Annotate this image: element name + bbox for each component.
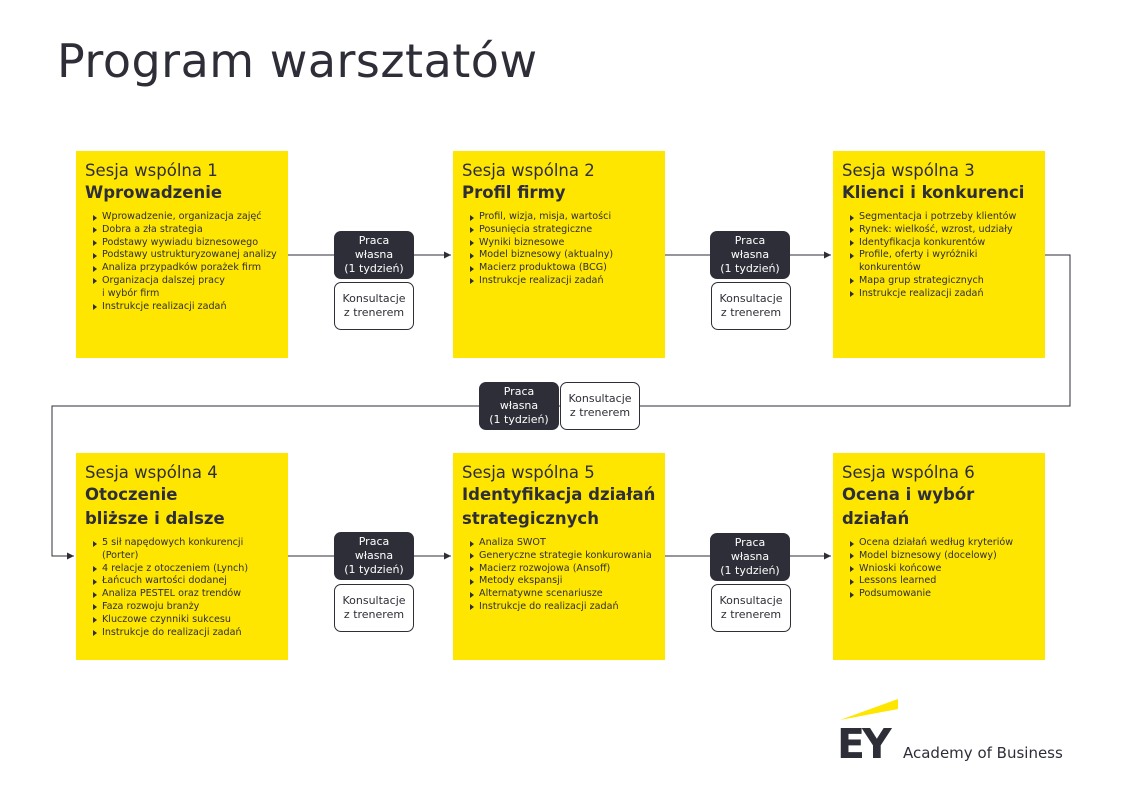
list-item: Mapa grup strategicznych (850, 275, 1036, 288)
session-topics: Wprowadzenie, organizacja zajęć Dobra a … (85, 211, 279, 313)
list-item: Instrukcje realizacji zadań (470, 275, 656, 288)
session-name: Ocena i wybór działań (842, 485, 975, 528)
konsultacje-badge-5: Konsultacje z trenerem (711, 584, 791, 632)
konsultacje-badge-2: Konsultacje z trenerem (711, 282, 791, 330)
badge-label: Praca własna (1 tydzień) (344, 234, 404, 275)
session-topics: Analiza SWOT Generyczne strategie konkur… (462, 537, 656, 614)
session-label: Sesja wspólna 2 (462, 161, 595, 180)
session-box-1: Sesja wspólna 1 Wprowadzenie Wprowadzeni… (76, 151, 288, 358)
session-label: Sesja wspólna 3 (842, 161, 975, 180)
list-item: Wprowadzenie, organizacja zajęć (93, 211, 279, 224)
list-item: Instrukcje realizacji zadań (850, 288, 1036, 301)
page-title: Program warsztatów (57, 34, 538, 88)
list-item: Rynek: wielkość, wzrost, udziały (850, 224, 1036, 237)
praca-wlasna-badge-3: Praca własna (1 tydzień) (479, 382, 559, 430)
badge-label: Konsultacje z trenerem (342, 594, 406, 621)
badge-label: Konsultacje z trenerem (342, 292, 406, 319)
list-item: Profil, wizja, misja, wartości (470, 211, 656, 224)
list-item: Podsumowanie (850, 588, 1036, 601)
badge-label: Konsultacje z trenerem (568, 392, 632, 419)
session-box-3: Sesja wspólna 3 Klienci i konkurenci Seg… (833, 151, 1045, 358)
session-label: Sesja wspólna 5 (462, 463, 595, 482)
list-item: Podstawy ustrukturyzowanej analizy (93, 249, 279, 262)
list-item: Lessons learned (850, 575, 1036, 588)
session-topics: Segmentacja i potrzeby klientów Rynek: w… (842, 211, 1036, 301)
session-label: Sesja wspólna 6 (842, 463, 975, 482)
list-item: Wnioski końcowe (850, 563, 1036, 576)
session-box-5: Sesja wspólna 5 Identyfikacja działań st… (453, 453, 665, 660)
list-item: Segmentacja i potrzeby klientów (850, 211, 1036, 224)
list-item: Dobra a zła strategia (93, 224, 279, 237)
session-box-4: Sesja wspólna 4 Otoczenie bliższe i dals… (76, 453, 288, 660)
list-item: Organizacja dalszej pracy i wybór firm (93, 275, 279, 301)
list-item: Instrukcje do realizacji zadań (93, 627, 279, 640)
badge-label: Konsultacje z trenerem (719, 292, 783, 319)
praca-wlasna-badge-4: Praca własna (1 tydzień) (334, 532, 414, 580)
list-item: Generyczne strategie konkurowania (470, 550, 656, 563)
session-name: Profil firmy (462, 183, 566, 202)
list-item: Instrukcje do realizacji zadań (470, 601, 656, 614)
list-item: Metody ekspansji (470, 575, 656, 588)
list-item: Profile, oferty i wyróżniki konkurentów (850, 249, 1036, 275)
praca-wlasna-badge-2: Praca własna (1 tydzień) (710, 231, 790, 279)
badge-label: Konsultacje z trenerem (719, 594, 783, 621)
badge-label: Praca własna (1 tydzień) (720, 536, 780, 577)
konsultacje-badge-4: Konsultacje z trenerem (334, 584, 414, 632)
list-item: Macierz produktowa (BCG) (470, 262, 656, 275)
session-name: Otoczenie bliższe i dalsze (85, 485, 225, 528)
badge-label: Praca własna (1 tydzień) (344, 535, 404, 576)
session-name: Klienci i konkurenci (842, 183, 1025, 202)
session-topics: Profil, wizja, misja, wartości Posunięci… (462, 211, 656, 288)
session-topics: Ocena działań według kryteriów Model biz… (842, 537, 1036, 601)
list-item: Analiza przypadków porażek firm (93, 262, 279, 275)
brand-name: Academy of Business (903, 744, 1063, 762)
list-item: Podstawy wywiadu biznesowego (93, 237, 279, 250)
list-item: Analiza SWOT (470, 537, 656, 550)
session-box-2: Sesja wspólna 2 Profil firmy Profil, wiz… (453, 151, 665, 358)
session-label: Sesja wspólna 1 (85, 161, 218, 180)
list-item: Macierz rozwojowa (Ansoff) (470, 563, 656, 576)
list-item: Alternatywne scenariusze (470, 588, 656, 601)
list-item: Instrukcje realizacji zadań (93, 301, 279, 314)
list-item: Ocena działań według kryteriów (850, 537, 1036, 550)
session-name: Wprowadzenie (85, 183, 223, 202)
list-item: Wyniki biznesowe (470, 237, 656, 250)
konsultacje-badge-3: Konsultacje z trenerem (560, 382, 640, 430)
list-item: Model biznesowy (docelowy) (850, 550, 1036, 563)
badge-label: Praca własna (1 tydzień) (489, 385, 549, 426)
list-item: Identyfikacja konkurentów (850, 237, 1036, 250)
badge-label: Praca własna (1 tydzień) (720, 234, 780, 275)
list-item: Łańcuch wartości dodanej (93, 575, 279, 588)
session-name: Identyfikacja działań strategicznych (462, 485, 656, 528)
list-item: Model biznesowy (aktualny) (470, 249, 656, 262)
list-item: Analiza PESTEL oraz trendów (93, 588, 279, 601)
list-item: 5 sił napędowych konkurencji (Porter) (93, 537, 279, 563)
list-item: Kluczowe czynniki sukcesu (93, 614, 279, 627)
ey-logo-text: EY (837, 720, 893, 760)
list-item: Faza rozwoju branży (93, 601, 279, 614)
konsultacje-badge-1: Konsultacje z trenerem (334, 282, 414, 330)
list-item: Posunięcia strategiczne (470, 224, 656, 237)
ey-logo-icon: EY (837, 699, 898, 760)
session-topics: 5 sił napędowych konkurencji (Porter) 4 … (85, 537, 279, 639)
praca-wlasna-badge-1: Praca własna (1 tydzień) (334, 231, 414, 279)
praca-wlasna-badge-5: Praca własna (1 tydzień) (710, 533, 790, 581)
session-box-6: Sesja wspólna 6 Ocena i wybór działań Oc… (833, 453, 1045, 660)
session-label: Sesja wspólna 4 (85, 463, 218, 482)
list-item: 4 relacje z otoczeniem (Lynch) (93, 563, 279, 576)
